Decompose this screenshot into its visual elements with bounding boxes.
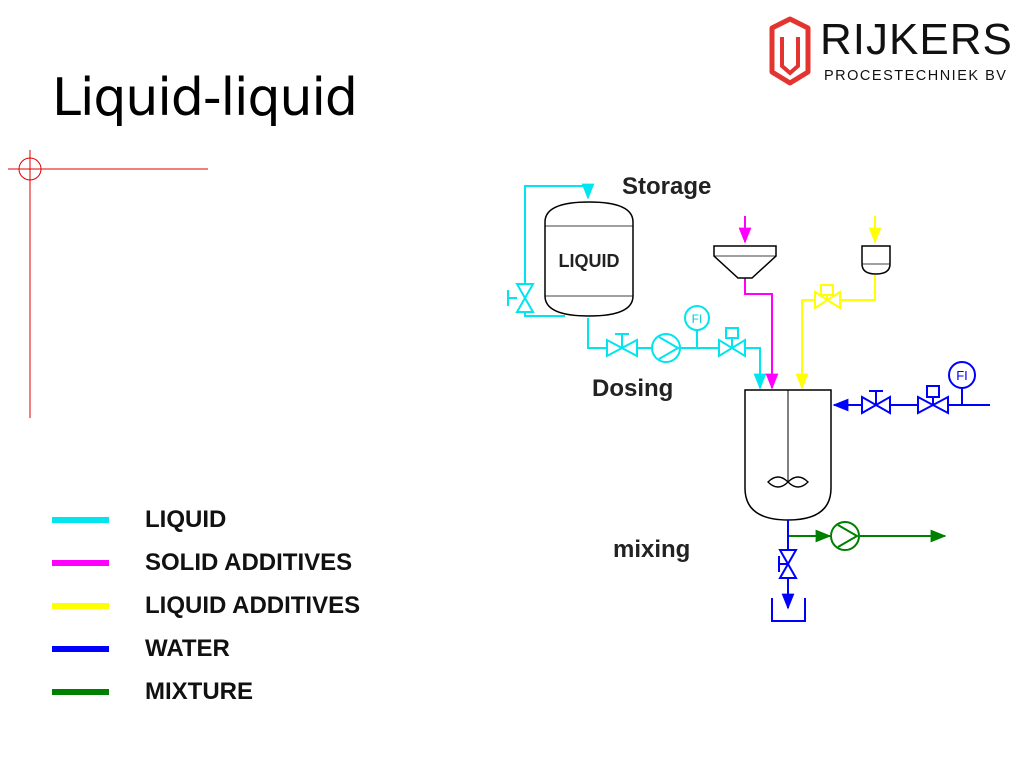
stage-label-dosing: Dosing — [592, 375, 674, 402]
page-title: Liquid-liquid — [52, 68, 358, 128]
mixture-lines — [787, 520, 947, 543]
mixture-pump-icon — [830, 521, 860, 551]
company-logo: RIJKERS PROCESTECHNIEK BV — [768, 14, 1013, 94]
water-lines — [832, 386, 990, 412]
logo-name: RIJKERS — [820, 15, 1013, 64]
drain-container — [771, 598, 806, 622]
legend-label: SOLID ADDITIVES — [145, 549, 353, 576]
liquid-flow-indicator: FI — [684, 305, 710, 331]
solid-additives-lines — [738, 216, 779, 390]
legend-item: LIQUID ADDITIVES — [52, 588, 452, 631]
legend-swatch — [52, 517, 109, 523]
logo-mark-icon — [769, 16, 811, 86]
legend-item: LIQUID — [52, 502, 452, 545]
liquid-lines — [524, 183, 767, 390]
legend-label: LIQUID ADDITIVES — [145, 592, 361, 619]
liquid-flow-indicator-label: FI — [692, 312, 703, 326]
legend: LIQUID SOLID ADDITIVES LIQUID ADDITIVES WAT… — [52, 502, 452, 717]
stage-label-mixing: mixing — [613, 536, 691, 563]
stage-label-storage: Storage — [622, 173, 712, 200]
legend-swatch — [52, 603, 109, 609]
liquid-recirc-valve — [507, 283, 535, 313]
legend-swatch — [52, 689, 109, 695]
liquid-additives-lines — [795, 216, 882, 390]
water-flow-indicator: FI — [948, 361, 976, 389]
legend-item: WATER — [52, 631, 452, 674]
liquid-pump-icon — [651, 333, 681, 363]
legend-label: MIXTURE — [145, 678, 253, 705]
storage-tank: LIQUID — [544, 201, 634, 317]
legend-label: WATER — [145, 635, 230, 662]
logo-subtitle: PROCESTECHNIEK BV — [824, 68, 1008, 84]
liquid-dosing-valve — [606, 333, 638, 358]
corner-mark — [8, 150, 208, 418]
liquid-additives-valve — [814, 284, 841, 310]
drain-valve — [778, 549, 798, 579]
legend-item: SOLID ADDITIVES — [52, 545, 452, 588]
liquid-control-valve — [718, 327, 746, 358]
water-flow-indicator-label: FI — [956, 368, 968, 383]
legend-swatch — [52, 560, 109, 566]
storage-tank-label: LIQUID — [559, 251, 620, 271]
legend-item: MIXTURE — [52, 674, 452, 717]
legend-label: LIQUID — [145, 506, 227, 533]
mixing-vessel — [744, 389, 832, 521]
legend-swatch — [52, 646, 109, 652]
water-valve — [861, 390, 891, 415]
liquid-additives-vessel — [861, 245, 891, 275]
water-control-valve — [917, 385, 949, 415]
solid-additives-hopper — [713, 245, 777, 279]
